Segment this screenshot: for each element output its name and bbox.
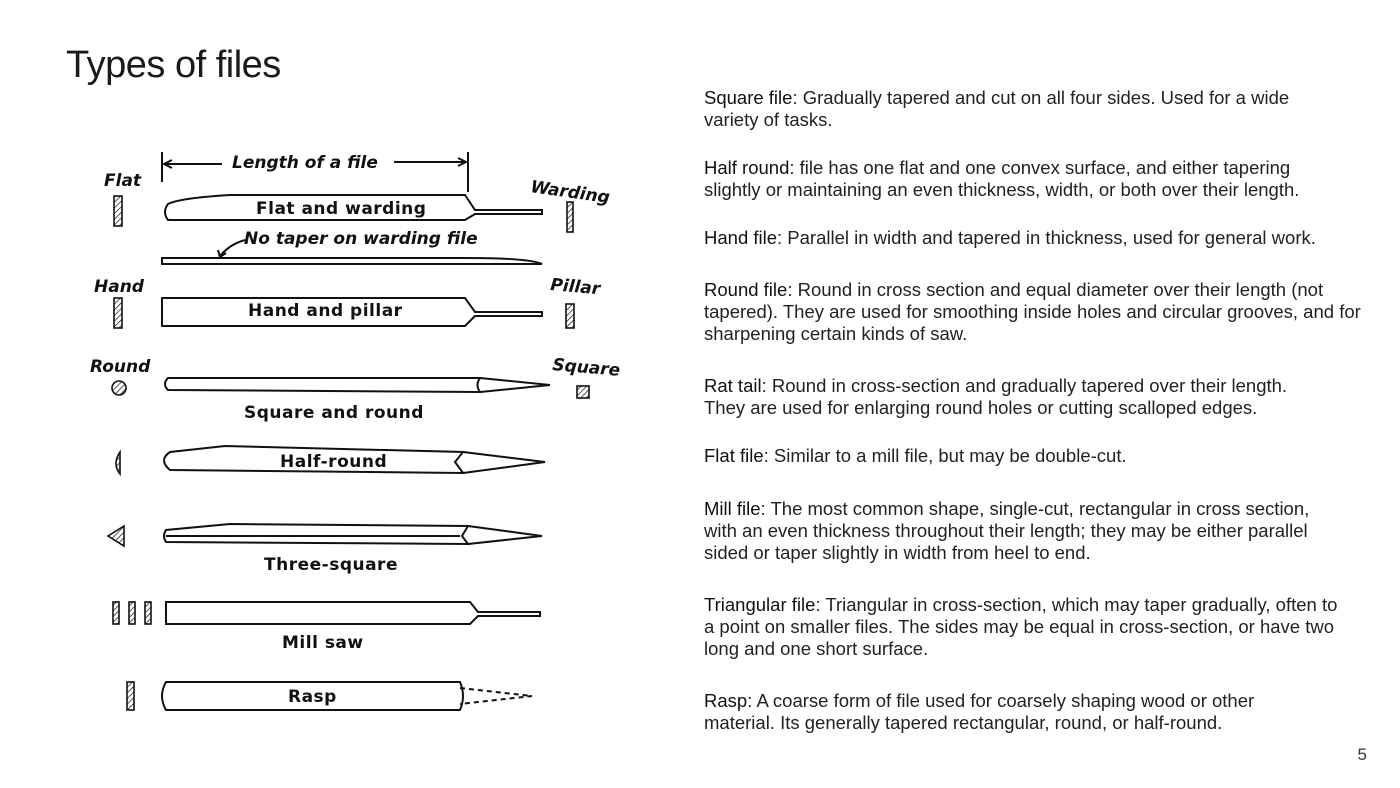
- arrowhead-left: [161, 159, 173, 169]
- square-round-tang: [479, 377, 551, 393]
- definition-term: Round file: [704, 279, 788, 300]
- definition-round-file: Round file: Round in cross section and e…: [704, 279, 1364, 345]
- warding-file-profile: [161, 257, 543, 265]
- definition-term: Rat tail: [704, 375, 762, 396]
- definition-text: : Round in cross-section and gradually t…: [704, 375, 1288, 418]
- three-square-cross-section: [106, 524, 125, 548]
- definition-text: : Similar to a mill file, but may be dou…: [763, 445, 1127, 466]
- length-of-file-label: Length of a file: [232, 153, 378, 173]
- definition-text: : Parallel in width and tapered in thick…: [777, 227, 1316, 248]
- definition-text: : file has one flat and one convex surfa…: [704, 157, 1300, 200]
- definition-term: Half round: [704, 157, 790, 178]
- definition-text: : Gradually tapered and cut on all four …: [704, 87, 1290, 130]
- round-cross-section: [111, 380, 127, 396]
- hand-cross-section: [113, 297, 123, 329]
- mill-saw-cross-section-2: [128, 601, 136, 625]
- no-taper-pointer: [219, 239, 246, 257]
- flat-warding-file: [164, 194, 543, 221]
- flat-warding-label: Flat and warding: [256, 199, 426, 219]
- definition-term: Rasp: [704, 690, 748, 711]
- definition-text: : The most common shape, single-cut, rec…: [704, 498, 1310, 563]
- definition-half-round: Half round: file has one flat and one co…: [704, 157, 1344, 201]
- file-types-diagram: Length of a file Flat Warding Hand Pilla…: [90, 152, 621, 711]
- definition-text: : Round in cross section and equal diame…: [704, 279, 1361, 344]
- definition-rat-tail: Rat tail: Round in cross-section and gra…: [704, 375, 1324, 419]
- rasp-cross-section: [126, 681, 135, 711]
- square-round-file: [164, 377, 482, 394]
- page-number: 5: [1357, 745, 1367, 764]
- definition-text: : Triangular in cross-section, which may…: [704, 594, 1338, 659]
- definition-rasp: Rasp: A coarse form of file used for coa…: [704, 690, 1304, 734]
- rasp-label: Rasp: [288, 687, 337, 707]
- page-title: Types of files: [66, 44, 281, 86]
- square-cross-section: [576, 385, 590, 399]
- definition-term: Square file: [704, 87, 793, 108]
- pillar-cross-section: [565, 303, 575, 329]
- definition-flat-file: Flat file: Similar to a mill file, but m…: [704, 445, 1344, 467]
- mill-saw-cross-section-1: [112, 601, 120, 625]
- definition-square-file: Square file: Gradually tapered and cut o…: [704, 87, 1344, 131]
- rasp-tang: [459, 687, 533, 705]
- three-square-label: Three-square: [264, 555, 398, 575]
- half-round-cross-section: [115, 449, 121, 477]
- three-square-file: [163, 522, 471, 546]
- half-round-tang: [462, 451, 546, 474]
- half-round-file: [163, 444, 466, 475]
- no-taper-label: No taper on warding file: [244, 229, 478, 249]
- pillar-label: Pillar: [550, 275, 603, 299]
- definition-term: Flat file: [704, 445, 764, 466]
- hand-label: Hand: [94, 277, 145, 297]
- no-taper-arrowhead: [217, 249, 227, 259]
- square-round-label: Square and round: [244, 403, 424, 423]
- definition-mill-file: Mill file: The most common shape, single…: [704, 498, 1344, 564]
- definition-term: Hand file: [704, 227, 778, 248]
- flat-cross-section: [113, 195, 123, 227]
- round-label: Round: [90, 357, 151, 377]
- three-square-tang: [467, 525, 543, 545]
- definition-hand-file: Hand file: Parallel in width and tapered…: [704, 227, 1364, 249]
- half-round-label: Half-round: [280, 452, 387, 472]
- mill-saw-file: [165, 601, 541, 625]
- definition-term: Triangular file: [704, 594, 816, 615]
- definition-triangular-file: Triangular file: Triangular in cross-sec…: [704, 594, 1344, 660]
- definition-term: Mill file: [704, 498, 761, 519]
- mill-saw-label: Mill saw: [282, 633, 364, 653]
- flat-label: Flat: [104, 171, 142, 191]
- warding-cross-section: [566, 201, 574, 233]
- hand-pillar-file: [161, 297, 543, 327]
- square-label: Square: [552, 355, 621, 381]
- mill-saw-cross-section-3: [144, 601, 152, 625]
- definition-text: : A coarse form of file used for coarsel…: [704, 690, 1255, 733]
- hand-pillar-label: Hand and pillar: [248, 301, 403, 321]
- arrowhead-right: [457, 157, 469, 167]
